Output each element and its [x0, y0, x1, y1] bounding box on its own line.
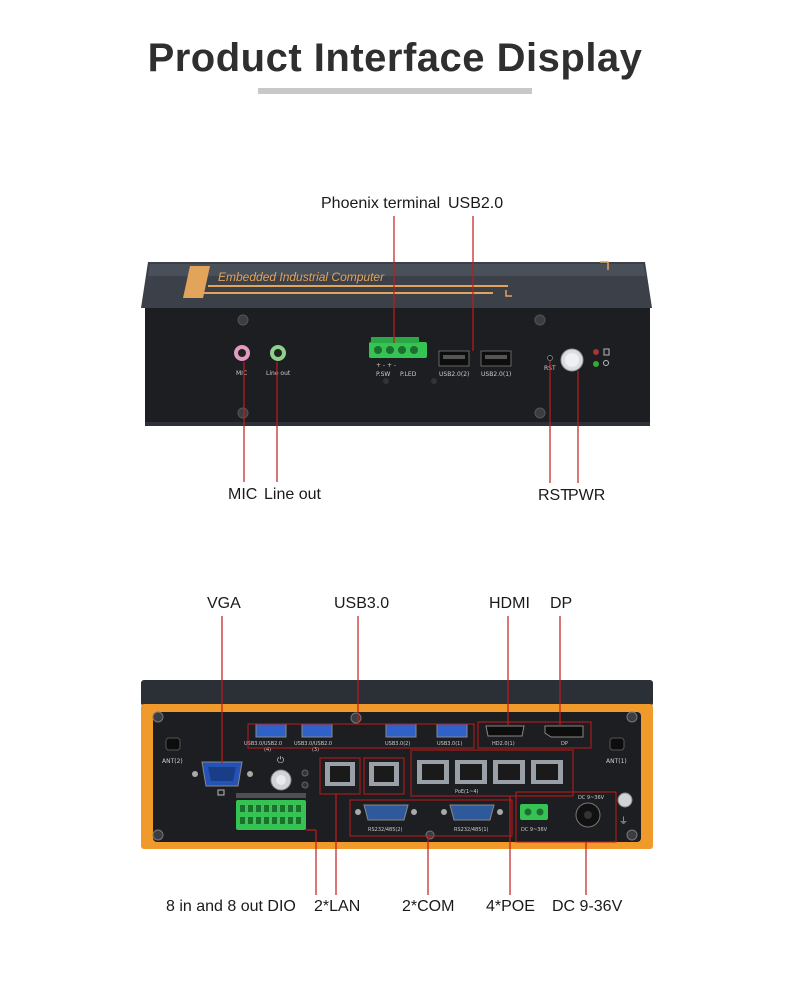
power-icon: ⏻	[277, 755, 284, 766]
ground-icon: ⏚	[619, 816, 628, 827]
usb-a-label: USB3.0/USB2.0	[244, 741, 282, 747]
dp-port-label: DP	[561, 741, 568, 747]
poe-port-label: PoE(1~4)	[455, 789, 479, 795]
screw-icon	[534, 407, 546, 419]
poe-group-box	[410, 749, 574, 797]
usb3-port-4[interactable]	[255, 723, 287, 738]
dio-callout: 8 in and 8 out DIO	[166, 898, 296, 915]
mic-callout: MIC	[228, 486, 258, 503]
rear-lid	[141, 680, 653, 706]
usb2-2-label: USB2.0(2)	[439, 371, 469, 378]
video-group-box	[477, 721, 592, 749]
usb-a-num: (4)	[264, 747, 271, 753]
screw-icon	[152, 829, 164, 841]
bulb-icon	[603, 360, 609, 366]
led-indicator	[593, 361, 599, 367]
dio-terminal[interactable]	[236, 800, 306, 830]
usb20-callout: USB2.0	[448, 195, 504, 212]
com-callout: 2*COM	[402, 898, 455, 915]
dc-terminal[interactable]	[520, 804, 548, 820]
screw-icon	[237, 407, 249, 419]
mic-port-label: MIC	[236, 370, 247, 377]
dc-jack-label: DC 9~36V	[578, 795, 605, 801]
usb3-port-2[interactable]	[385, 723, 417, 738]
lan-group-box-2	[363, 757, 405, 795]
vga-callout: VGA	[207, 595, 241, 612]
lid-accent-stripe	[183, 266, 210, 298]
pwr-callout: PWR	[568, 487, 606, 504]
hdmi-port-label: HD2.0(1)	[492, 741, 515, 747]
usb2-1-label: USB2.0(1)	[481, 371, 511, 378]
screw-icon	[237, 314, 249, 326]
ant2-label: ANT(2)	[162, 758, 183, 765]
usb3-port-3[interactable]	[301, 723, 333, 738]
disk-icon	[603, 348, 610, 356]
ant1-label: ANT(1)	[606, 758, 627, 765]
rst-callout: RST	[538, 487, 570, 504]
dp-callout: DP	[550, 595, 573, 612]
psw-label: P.SW	[376, 371, 390, 378]
pled-label: P.LED	[400, 371, 417, 378]
screw-icon	[534, 314, 546, 326]
ground-screw	[617, 792, 633, 808]
usb-c-label: USB3.0(2)	[385, 741, 410, 747]
usb-b-label: USB3.0/USB2.0	[294, 741, 332, 747]
title-underline	[258, 88, 532, 94]
com2-port-label: RS232/485(2)	[368, 827, 403, 833]
usb-b-num: (3)	[312, 747, 319, 753]
com-port-2[interactable]	[363, 804, 409, 821]
antenna-hole-2	[165, 737, 181, 751]
screw-icon	[626, 829, 638, 841]
dc-callout: DC 9-36V	[552, 898, 623, 915]
com-port-1[interactable]	[449, 804, 495, 821]
com-group-box	[349, 799, 513, 837]
screw-icon	[626, 711, 638, 723]
hdmi-callout: HDMI	[489, 595, 530, 612]
device-label: Embedded Industrial Computer	[218, 270, 385, 284]
lan-callout: 2*LAN	[314, 898, 361, 915]
com1-port-label: RS232/485(1)	[454, 827, 489, 833]
usb-d-label: USB3.0(1)	[437, 741, 462, 747]
dc-group-box	[515, 791, 617, 843]
line-out-callout: Line out	[264, 486, 321, 503]
line-out-port-label: Line out	[266, 370, 291, 377]
lan-group-box-1	[319, 757, 361, 795]
led-indicator	[593, 349, 599, 355]
reset-button[interactable]	[547, 355, 553, 361]
usb3-port-1[interactable]	[436, 723, 468, 738]
monitor-icon	[217, 789, 225, 796]
phoenix-terminal-callout: Phoenix terminal	[321, 195, 441, 212]
antenna-hole-1	[609, 737, 625, 751]
usb30-callout: USB3.0	[334, 595, 390, 612]
screw-icon	[152, 711, 164, 723]
dc-terminal-label: DC 9~36V	[521, 827, 548, 833]
poe-callout: 4*POE	[486, 898, 535, 915]
usb3-group-box	[247, 723, 475, 749]
hdmi-port[interactable]	[485, 725, 525, 737]
svg-text:+ - + -: + - + -	[376, 362, 396, 369]
dp-port[interactable]	[544, 725, 584, 738]
page-title: Product Interface Display	[147, 36, 643, 80]
